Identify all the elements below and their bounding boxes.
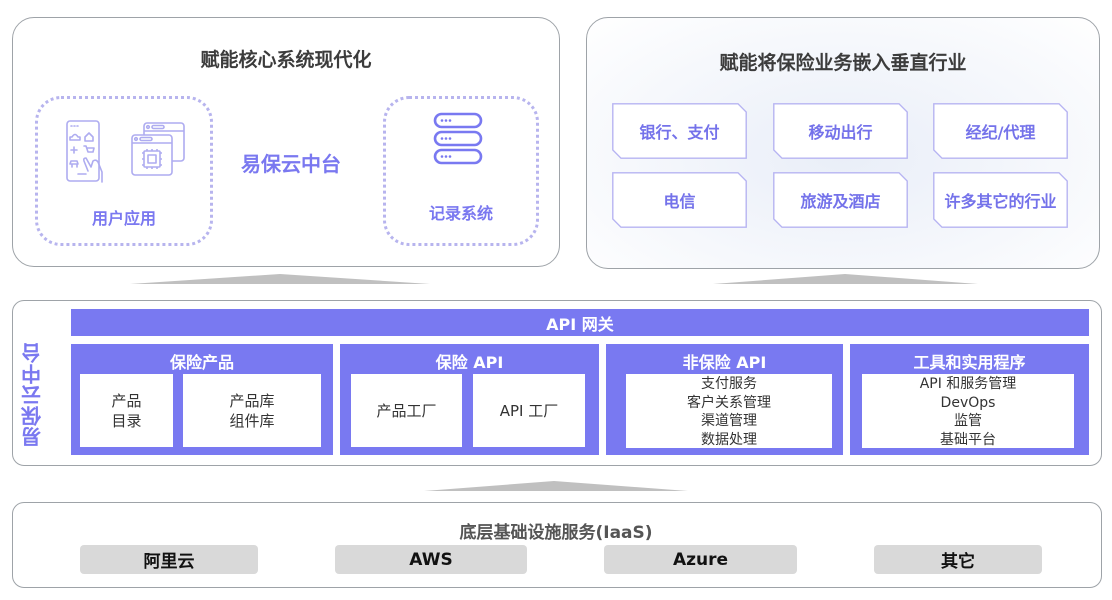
list-item: API 和服务管理 <box>919 376 1017 392</box>
non-insurance-api-list: 支付服务 客户关系管理 渠道管理 数据处理 <box>626 374 832 448</box>
tile-shape <box>933 103 1068 159</box>
module-title: 非保险 API <box>682 353 767 372</box>
connector-arrow-left <box>130 274 430 284</box>
cell-line: API 工厂 <box>499 401 559 420</box>
module-tools-utilities: 工具和实用程序 API 和服务管理 DevOps 监管 基础平台 <box>850 344 1089 455</box>
database-server-icon <box>433 112 483 165</box>
vertical-industries-panel: 赋能将保险业务嵌入垂直行业 银行、支付 移动出行 经纪/代理电信 旅游及酒店 许多其它的… <box>586 17 1100 269</box>
provider-azure: Azure <box>604 545 797 574</box>
industry-label: 许多其它的行业 <box>944 192 1057 211</box>
list-item: 数据处理 <box>701 431 757 448</box>
tools-utilities-list: API 和服务管理 DevOps 监管 基础平台 <box>862 374 1074 448</box>
cell-line: 产品库 <box>229 391 275 410</box>
user-apps-box: 用户应用 <box>35 96 213 246</box>
connector-arrow-right <box>713 274 978 284</box>
cell-product-factory: 产品工厂 <box>351 374 462 447</box>
tile-shape <box>773 103 908 159</box>
tile-shape <box>612 172 747 228</box>
records-system-box: 记录系统 <box>383 96 539 246</box>
cell-line: 产品 <box>111 391 142 410</box>
module-insurance-products: 保险产品 产品 目录 产品库 组件库 <box>71 344 333 455</box>
industry-tile: 许多其它的行业 <box>933 172 1068 228</box>
list-item: 支付服务 <box>701 376 757 392</box>
mobile-app-icon <box>66 120 103 183</box>
list-item: 客户关系管理 <box>687 394 771 411</box>
cell-product-library: 产品库 组件库 <box>183 374 321 447</box>
industry-tile: 电信 <box>612 172 747 228</box>
user-apps-label: 用户应用 <box>91 209 156 228</box>
module-insurance-api: 保险 API 产品工厂 API 工厂 <box>340 344 599 455</box>
tile-shape <box>933 172 1068 228</box>
module-title: 保险产品 <box>169 353 234 372</box>
provider-aliyun: 阿里云 <box>80 545 258 574</box>
cell-line: 组件库 <box>229 411 275 430</box>
module-non-insurance-api: 非保险 API 支付服务 客户关系管理 渠道管理 数据处理 <box>606 344 843 455</box>
module-title: 工具和实用程序 <box>913 353 1026 372</box>
cell-product-catalog: 产品 目录 <box>80 374 173 447</box>
cell-line: 目录 <box>111 411 142 430</box>
industry-label: 经纪/代理 <box>965 123 1036 142</box>
cell-line: 产品工厂 <box>376 401 437 420</box>
list-item: 渠道管理 <box>701 413 757 429</box>
industry-label: 移动出行 <box>808 123 873 142</box>
industry-label: 银行、支付 <box>639 123 720 142</box>
industry-label: 电信 <box>663 192 696 211</box>
industry-tile: 银行、支付 <box>612 103 747 159</box>
cell-api-factory: API 工厂 <box>473 374 585 447</box>
list-item: 基础平台 <box>940 431 996 448</box>
platform-side-label: 易保云中台 <box>20 342 45 448</box>
module-title: 保险 API <box>435 353 504 372</box>
ebao-cloud-platform-label: 易保云中台 <box>241 152 341 176</box>
vertical-industries-title: 赋能将保险业务嵌入垂直行业 <box>719 52 967 74</box>
industry-tile: 移动出行 <box>773 103 908 159</box>
industry-label: 旅游及酒店 <box>800 192 881 211</box>
industry-tile: 经纪/代理 <box>933 103 1068 159</box>
provider-aws: AWS <box>335 545 527 574</box>
core-modernization-panel: 赋能核心系统现代化 <box>12 17 560 267</box>
list-item: DevOps <box>940 394 996 411</box>
tile-shape <box>773 172 908 228</box>
industry-tile: 旅游及酒店 <box>773 172 908 228</box>
list-item: 监管 <box>954 413 982 429</box>
provider-other: 其它 <box>874 545 1042 574</box>
api-gateway-bar: API 网关 <box>71 309 1089 336</box>
tile-shape <box>612 103 747 159</box>
records-system-label: 记录系统 <box>428 204 493 223</box>
connector-arrow-bottom <box>424 481 688 491</box>
core-modernization-title: 赋能核心系统现代化 <box>200 49 372 71</box>
iaas-title: 底层基础设施服务(IaaS) <box>459 523 653 543</box>
web-app-icon <box>131 122 185 176</box>
